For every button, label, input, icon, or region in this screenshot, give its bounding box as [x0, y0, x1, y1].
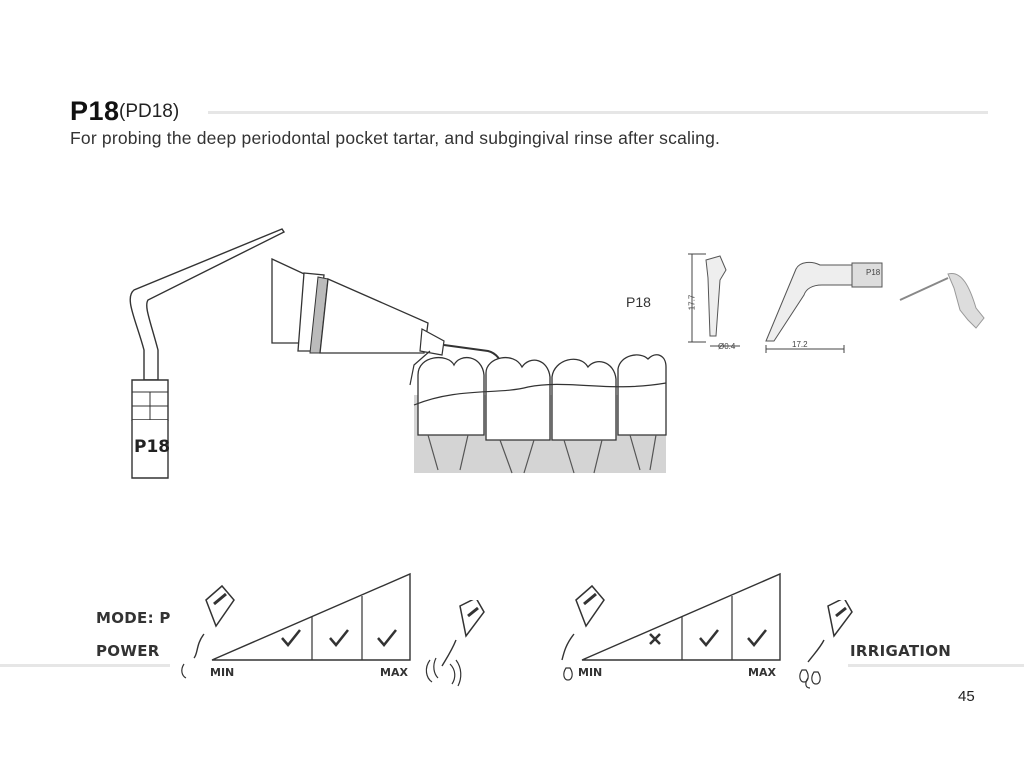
product-description: For probing the deep periodontal pocket …: [70, 128, 721, 148]
spec-side-drawing: [688, 253, 740, 347]
power-min-label: MIN: [210, 666, 235, 679]
length-dimension: 17.2: [792, 340, 808, 349]
tip-engraving-label: P18: [134, 437, 171, 457]
product-alt-code: (PD18): [119, 101, 180, 122]
handpiece-spray-icon: [799, 600, 853, 689]
irrigation-gauge: [561, 572, 781, 681]
handpiece-drip-icon: [561, 584, 605, 681]
power-label: POWER: [96, 642, 160, 660]
irrigation-label: IRRIGATION: [850, 642, 952, 660]
irrigation-level-1-cross-icon: [649, 633, 661, 645]
title-row: P18 (PD18): [70, 96, 990, 128]
irrigation-level-3-check-icon: [747, 629, 767, 647]
power-level-3-check-icon: [377, 629, 397, 647]
power-level-2-check-icon: [329, 629, 349, 647]
irrigation-max-label: MAX: [748, 666, 776, 679]
handpiece-max-vibration-icon: [425, 600, 485, 687]
handpiece-teeth-illustration: [271, 257, 667, 474]
mode-label: MODE: P: [96, 609, 171, 627]
engraving-label: P18: [866, 268, 881, 277]
spec-front-drawing: [765, 261, 883, 353]
power-max-label: MAX: [380, 666, 408, 679]
page-number: 45: [958, 688, 975, 705]
bottom-divider-left: [0, 664, 170, 667]
power-level-1-check-icon: [281, 629, 301, 647]
product-code: P18: [70, 96, 120, 126]
handpiece-min-icon: [181, 584, 235, 679]
irrigation-min-label: MIN: [578, 666, 603, 679]
tip-photo: [899, 272, 985, 329]
height-dimension: 17.7: [687, 294, 697, 311]
diameter-dimension: Ø0.4: [718, 342, 736, 351]
bottom-divider-right: [848, 664, 1024, 667]
spec-label: P18: [626, 294, 651, 310]
power-gauge: [181, 572, 411, 679]
title-divider: [208, 111, 988, 114]
irrigation-level-2-check-icon: [699, 629, 719, 647]
tip-drawing: [129, 228, 286, 479]
